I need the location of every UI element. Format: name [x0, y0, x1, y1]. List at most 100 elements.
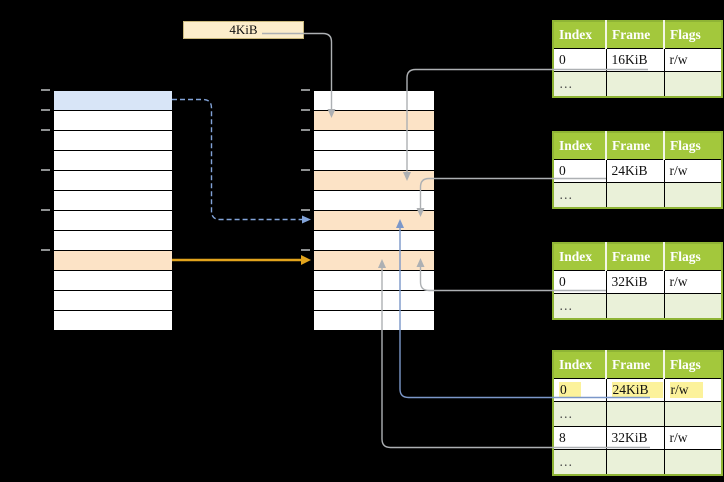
- address-tick: [41, 209, 50, 211]
- highlighted-value: r/w: [669, 382, 703, 398]
- cell-frame: [605, 401, 665, 427]
- page-table-4: Index Frame Flags 0 24KiB r/w … 8 32KiB …: [552, 350, 723, 476]
- column-header-frame: Frame: [605, 21, 664, 49]
- page-table-3: Index Frame Flags 0 32KiB r/w …: [552, 242, 723, 320]
- table-row-highlighted: 0 24KiB r/w: [552, 378, 723, 402]
- virtual-page-row: [54, 191, 172, 211]
- cell-flags: [663, 182, 723, 209]
- page-size-label: 4KiB: [229, 22, 258, 37]
- column-header-index: Index: [553, 243, 606, 271]
- physical-frame-row: [314, 91, 434, 111]
- column-header-frame: Frame: [605, 243, 664, 271]
- table-row: 0 24KiB r/w: [552, 159, 723, 183]
- column-header-frame: Frame: [605, 351, 664, 379]
- highlighted-value: 24KiB: [611, 382, 663, 398]
- column-header-frame: Frame: [605, 132, 664, 160]
- address-tick: [301, 249, 310, 251]
- column-header-flags: Flags: [663, 243, 722, 271]
- cell-index: …: [552, 182, 607, 209]
- virtual-page-row: [54, 271, 172, 291]
- cell-flags: r/w: [663, 159, 723, 183]
- page-size-box: 4KiB: [183, 21, 304, 39]
- physical-memory-column: [313, 90, 435, 331]
- physical-frame-row: [314, 111, 434, 131]
- virtual-page-row: [54, 291, 172, 311]
- cell-flags: r/w: [663, 270, 723, 294]
- column-header-flags: Flags: [663, 21, 722, 49]
- address-tick: [301, 89, 310, 91]
- physical-frame-row: [314, 291, 434, 311]
- virtual-page-row: [54, 91, 172, 111]
- virtual-page-row: [54, 151, 172, 171]
- table-row-ellipsis: …: [552, 401, 723, 427]
- cell-flags: [663, 401, 723, 427]
- physical-frame-row: [314, 191, 434, 211]
- cell-index: …: [552, 71, 607, 98]
- physical-frame-row: [314, 231, 434, 251]
- physical-frame-row: [314, 151, 434, 171]
- cell-frame: 16KiB: [605, 48, 665, 72]
- cell-index: …: [552, 293, 607, 320]
- cell-index: 8: [552, 426, 607, 450]
- virtual-page-row: [54, 311, 172, 330]
- physical-frame-row: [314, 131, 434, 151]
- physical-frame-row: [314, 171, 434, 191]
- table-row-ellipsis: …: [552, 71, 723, 98]
- table-row: 8 32KiB r/w: [552, 426, 723, 450]
- cell-frame: 24KiB: [605, 159, 665, 183]
- virtual-page-row: [54, 211, 172, 231]
- cell-index: 0: [552, 378, 607, 402]
- address-tick: [41, 109, 50, 111]
- cell-flags: [663, 71, 723, 98]
- cell-index: 0: [552, 270, 607, 294]
- address-tick: [301, 169, 310, 171]
- column-header-index: Index: [553, 21, 606, 49]
- address-tick: [41, 89, 50, 91]
- address-tick: [301, 129, 310, 131]
- column-header-flags: Flags: [663, 132, 722, 160]
- page-table-2: Index Frame Flags 0 24KiB r/w …: [552, 131, 723, 209]
- address-tick: [41, 169, 50, 171]
- cell-index: 0: [552, 48, 607, 72]
- virtual-page-row: [54, 131, 172, 151]
- page-table-1: Index Frame Flags 0 16KiB r/w …: [552, 20, 723, 98]
- table-header-row: Index Frame Flags: [553, 21, 722, 49]
- highlighted-value: 0: [559, 382, 581, 398]
- virtual-memory-column: [53, 90, 173, 331]
- virtual-page-row: [54, 231, 172, 251]
- column-header-index: Index: [553, 132, 606, 160]
- cell-flags: [663, 293, 723, 320]
- table-row-ellipsis: …: [552, 293, 723, 320]
- column-header-flags: Flags: [663, 351, 722, 379]
- table-header-row: Index Frame Flags: [553, 351, 722, 379]
- table-row-ellipsis: …: [552, 449, 723, 476]
- cell-frame: [605, 71, 665, 98]
- physical-frame-row: [314, 271, 434, 291]
- cell-index: 0: [552, 159, 607, 183]
- virtual-page-row: [54, 171, 172, 191]
- table-row: 0 16KiB r/w: [552, 48, 723, 72]
- address-tick: [41, 129, 50, 131]
- physical-frame-row: [314, 251, 434, 271]
- cell-frame: [605, 182, 665, 209]
- virtual-page-row: [54, 251, 172, 271]
- table-row-ellipsis: …: [552, 182, 723, 209]
- cell-frame: 32KiB: [605, 270, 665, 294]
- column-header-index: Index: [553, 351, 606, 379]
- cell-flags: r/w: [663, 48, 723, 72]
- address-tick: [301, 209, 310, 211]
- connector-virtual-row1-to-physical-row7: [172, 98, 311, 224]
- table-header-row: Index Frame Flags: [553, 132, 722, 160]
- cell-flags: r/w: [663, 426, 723, 450]
- address-tick: [41, 249, 50, 251]
- cell-flags: r/w: [663, 378, 723, 402]
- cell-frame: [605, 293, 665, 320]
- cell-flags: [663, 449, 723, 476]
- cell-index: …: [552, 401, 607, 427]
- physical-frame-row: [314, 211, 434, 231]
- virtual-page-row: [54, 111, 172, 131]
- cell-index: …: [552, 449, 607, 476]
- cell-frame: 32KiB: [605, 426, 665, 450]
- cell-frame: 24KiB: [605, 378, 665, 402]
- table-header-row: Index Frame Flags: [553, 243, 722, 271]
